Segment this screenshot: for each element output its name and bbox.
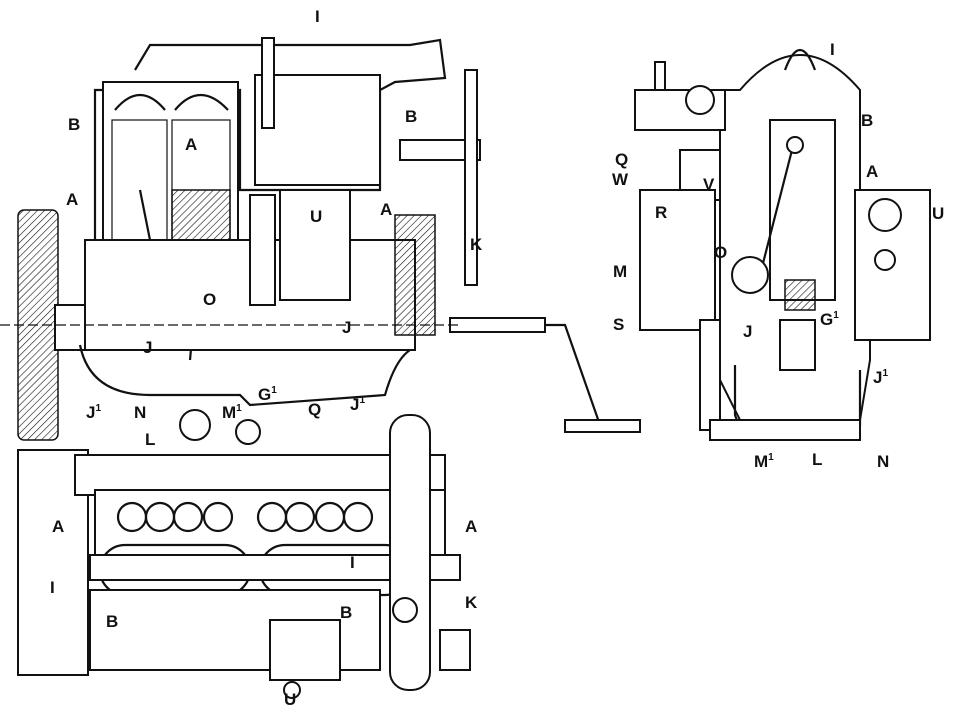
label-end-V: V [703,175,715,194]
label-top-B-right: B [405,107,417,126]
label-end-I: I [830,40,835,59]
label-plan-B-left: B [106,612,118,631]
label-plan-A-right: A [465,517,477,536]
end-section [634,49,931,441]
label-top-B-left: B [68,115,80,134]
belt-plan [389,414,431,691]
label-plan-A-left: A [52,517,64,536]
label-end-N: N [877,452,889,471]
label-top-J1-left: J1 [86,403,101,422]
label-end-M: M [613,262,627,281]
exhaust-housing [254,74,381,186]
label-plan-K: K [465,593,478,612]
label-top-I: I [315,7,320,26]
label-end-G1: G1 [820,310,839,329]
valve-ports [116,501,374,533]
label-top-U: U [310,207,322,226]
label-top-M1: M1 [222,403,242,422]
label-plan-B-right: B [340,603,352,622]
label-top-G1: G1 [258,385,277,404]
label-end-W: W [612,170,629,189]
label-top-A-left: A [66,190,78,209]
side-elevation [0,37,641,445]
label-top-J1-right: J1 [350,395,365,414]
label-end-Q: Q [615,150,628,169]
label-top-J-left: J [143,338,152,357]
pulley [394,214,436,336]
label-top-A-piston: A [185,135,197,154]
label-end-M1: M1 [754,452,774,471]
label-top-L: L [145,430,155,449]
label-top-N: N [134,403,146,422]
flywheel [17,209,59,441]
label-top-Q: Q [308,400,321,419]
label-end-U: U [932,204,944,223]
starting-handle-shaft [449,317,546,333]
label-end-J1: J1 [873,368,888,387]
label-top-O: O [203,290,216,309]
label-plan-U: U [284,690,296,709]
label-top-K: K [470,235,483,254]
label-top-A-right: A [380,200,392,219]
label-plan-I-right: I [350,553,355,572]
plan-view [17,414,471,699]
label-end-O: O [714,243,727,262]
label-end-A: A [866,162,878,181]
label-end-R: R [655,203,667,222]
label-end-S: S [613,315,624,334]
label-end-B: B [861,111,873,130]
label-end-J: J [743,322,752,341]
label-plan-I-left: I [50,578,55,597]
label-end-L: L [812,450,822,469]
label-top-J-right: J [342,318,351,337]
